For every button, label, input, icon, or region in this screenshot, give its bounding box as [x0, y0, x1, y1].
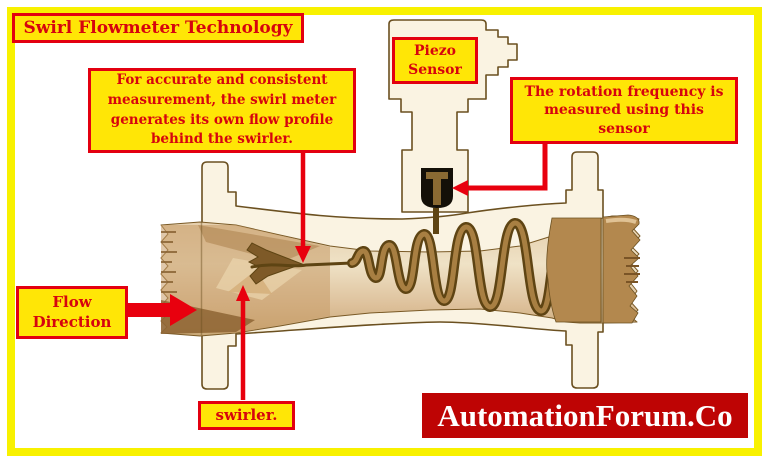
note-pointer-arrow — [295, 153, 311, 263]
watermark-banner: AutomationForum.Co — [422, 393, 748, 438]
flow-direction-label: Flow Direction — [16, 286, 128, 339]
sensor-pointer-arrow — [452, 144, 548, 196]
piezo-sensor-label: Piezo Sensor — [392, 37, 478, 84]
annotation-arrows — [128, 144, 548, 400]
flow-direction-arrow — [128, 294, 197, 326]
swirler-label: swirler. — [198, 401, 295, 430]
inlet-ridges — [161, 231, 177, 293]
swirler-shape — [228, 242, 304, 294]
piezo-element — [421, 168, 453, 234]
rotation-frequency-note: The rotation frequency is measured using… — [510, 77, 738, 144]
flow-profile-note: For accurate and consistent measurement,… — [88, 68, 356, 153]
swirl-coil — [250, 217, 602, 323]
diagram-title: Swirl Flowmeter Technology — [12, 13, 304, 43]
outlet-pipe — [602, 214, 641, 324]
swirler-pointer-arrow — [236, 285, 250, 400]
outer-border — [7, 7, 762, 456]
